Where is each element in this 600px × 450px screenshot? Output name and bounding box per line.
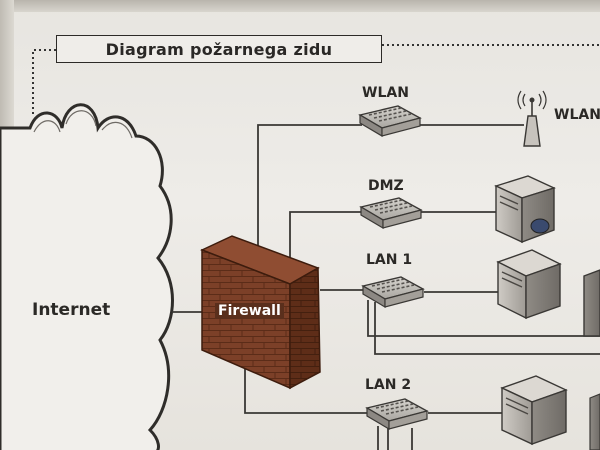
server-icon	[500, 375, 568, 446]
diagram-title: Diagram požarnega zidu	[105, 39, 333, 59]
dotted-connector	[32, 44, 600, 115]
switch-icon	[365, 398, 429, 431]
projection-top-edge	[0, 0, 600, 12]
network-links	[172, 124, 600, 450]
lan2-label: LAN 2	[365, 377, 412, 393]
lan1-label: LAN 1	[366, 252, 413, 268]
switch-icon	[358, 105, 422, 138]
switch-icon	[361, 276, 425, 309]
wlan-switch-label: WLAN	[362, 85, 409, 101]
server-icon	[589, 393, 600, 450]
firewall-icon	[200, 235, 321, 390]
server-icon	[583, 269, 600, 337]
dmz-label: DMZ	[368, 178, 404, 194]
server-icon	[494, 175, 556, 244]
diagram-title-box: Diagram požarnega zidu	[56, 35, 382, 63]
antenna-icon	[517, 90, 547, 147]
firewall-label: Firewall	[215, 303, 284, 319]
cloud-icon	[0, 103, 174, 450]
server-icon	[496, 249, 562, 320]
switch-icon	[359, 197, 423, 230]
internet-label: Internet	[32, 300, 111, 320]
wlan-access-point-label: WLAN	[554, 107, 600, 123]
